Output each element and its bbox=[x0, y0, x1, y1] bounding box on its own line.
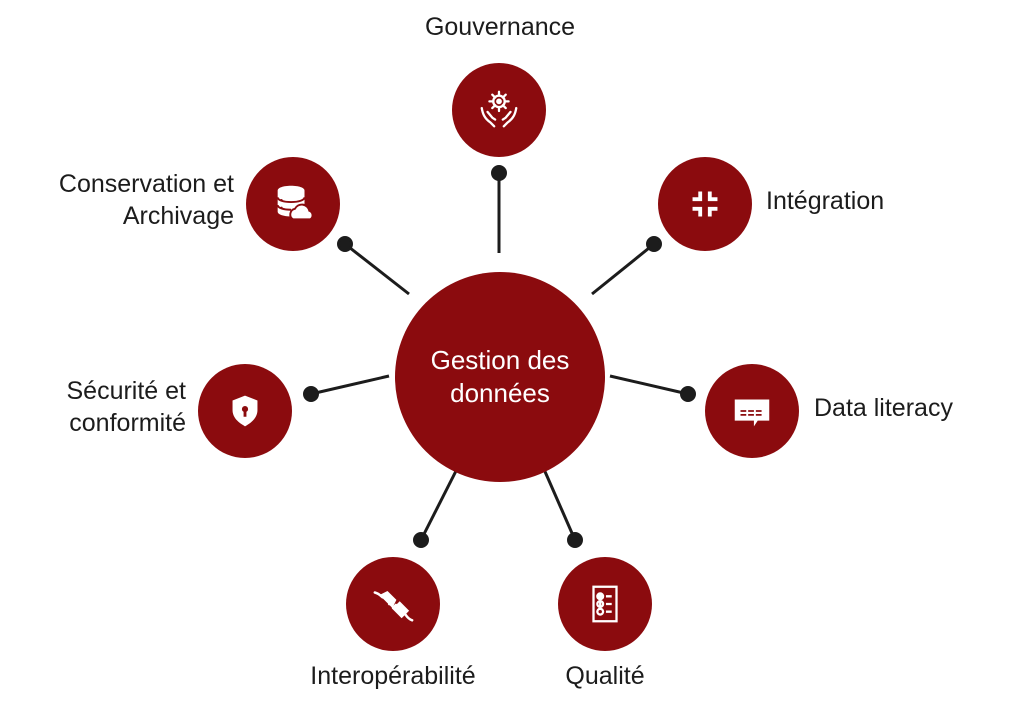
node-integration bbox=[658, 157, 752, 251]
label-integration: Intégration bbox=[766, 187, 885, 215]
label-conservation: Conservation et Archivage bbox=[0, 168, 234, 232]
hands-ship-wheel-icon bbox=[480, 90, 518, 128]
arrows-converge-icon bbox=[689, 188, 721, 220]
node-qualite bbox=[558, 557, 652, 651]
speech-bubble-icon bbox=[734, 399, 770, 427]
checklist-icon bbox=[592, 585, 618, 623]
label-data-literacy: Data literacy bbox=[814, 394, 953, 422]
label-conservation-line1: Conservation et bbox=[58, 170, 234, 198]
label-interoperabilite: Interopérabilité bbox=[310, 662, 476, 690]
node-data-literacy bbox=[705, 364, 799, 458]
label-qualite: Qualité bbox=[565, 662, 645, 690]
center-title-line2: données bbox=[450, 378, 550, 408]
center-title-line1: Gestion des bbox=[430, 345, 570, 375]
label-securite-line1: Sécurité et bbox=[66, 377, 186, 405]
label-securite-line2: conformité bbox=[69, 409, 186, 437]
node-securite bbox=[198, 364, 292, 458]
shield-lock-icon bbox=[232, 395, 258, 427]
center-hub: Gestion des données bbox=[395, 272, 605, 482]
node-gouvernance bbox=[452, 63, 546, 157]
label-gouvernance: Gouvernance bbox=[424, 13, 576, 41]
node-interoperabilite bbox=[346, 557, 440, 651]
database-cloud-icon bbox=[276, 185, 314, 221]
plug-icon bbox=[373, 590, 414, 622]
label-conservation-line2: Archivage bbox=[122, 202, 234, 230]
label-securite: Sécurité et conformité bbox=[0, 375, 186, 439]
node-conservation bbox=[246, 157, 340, 251]
